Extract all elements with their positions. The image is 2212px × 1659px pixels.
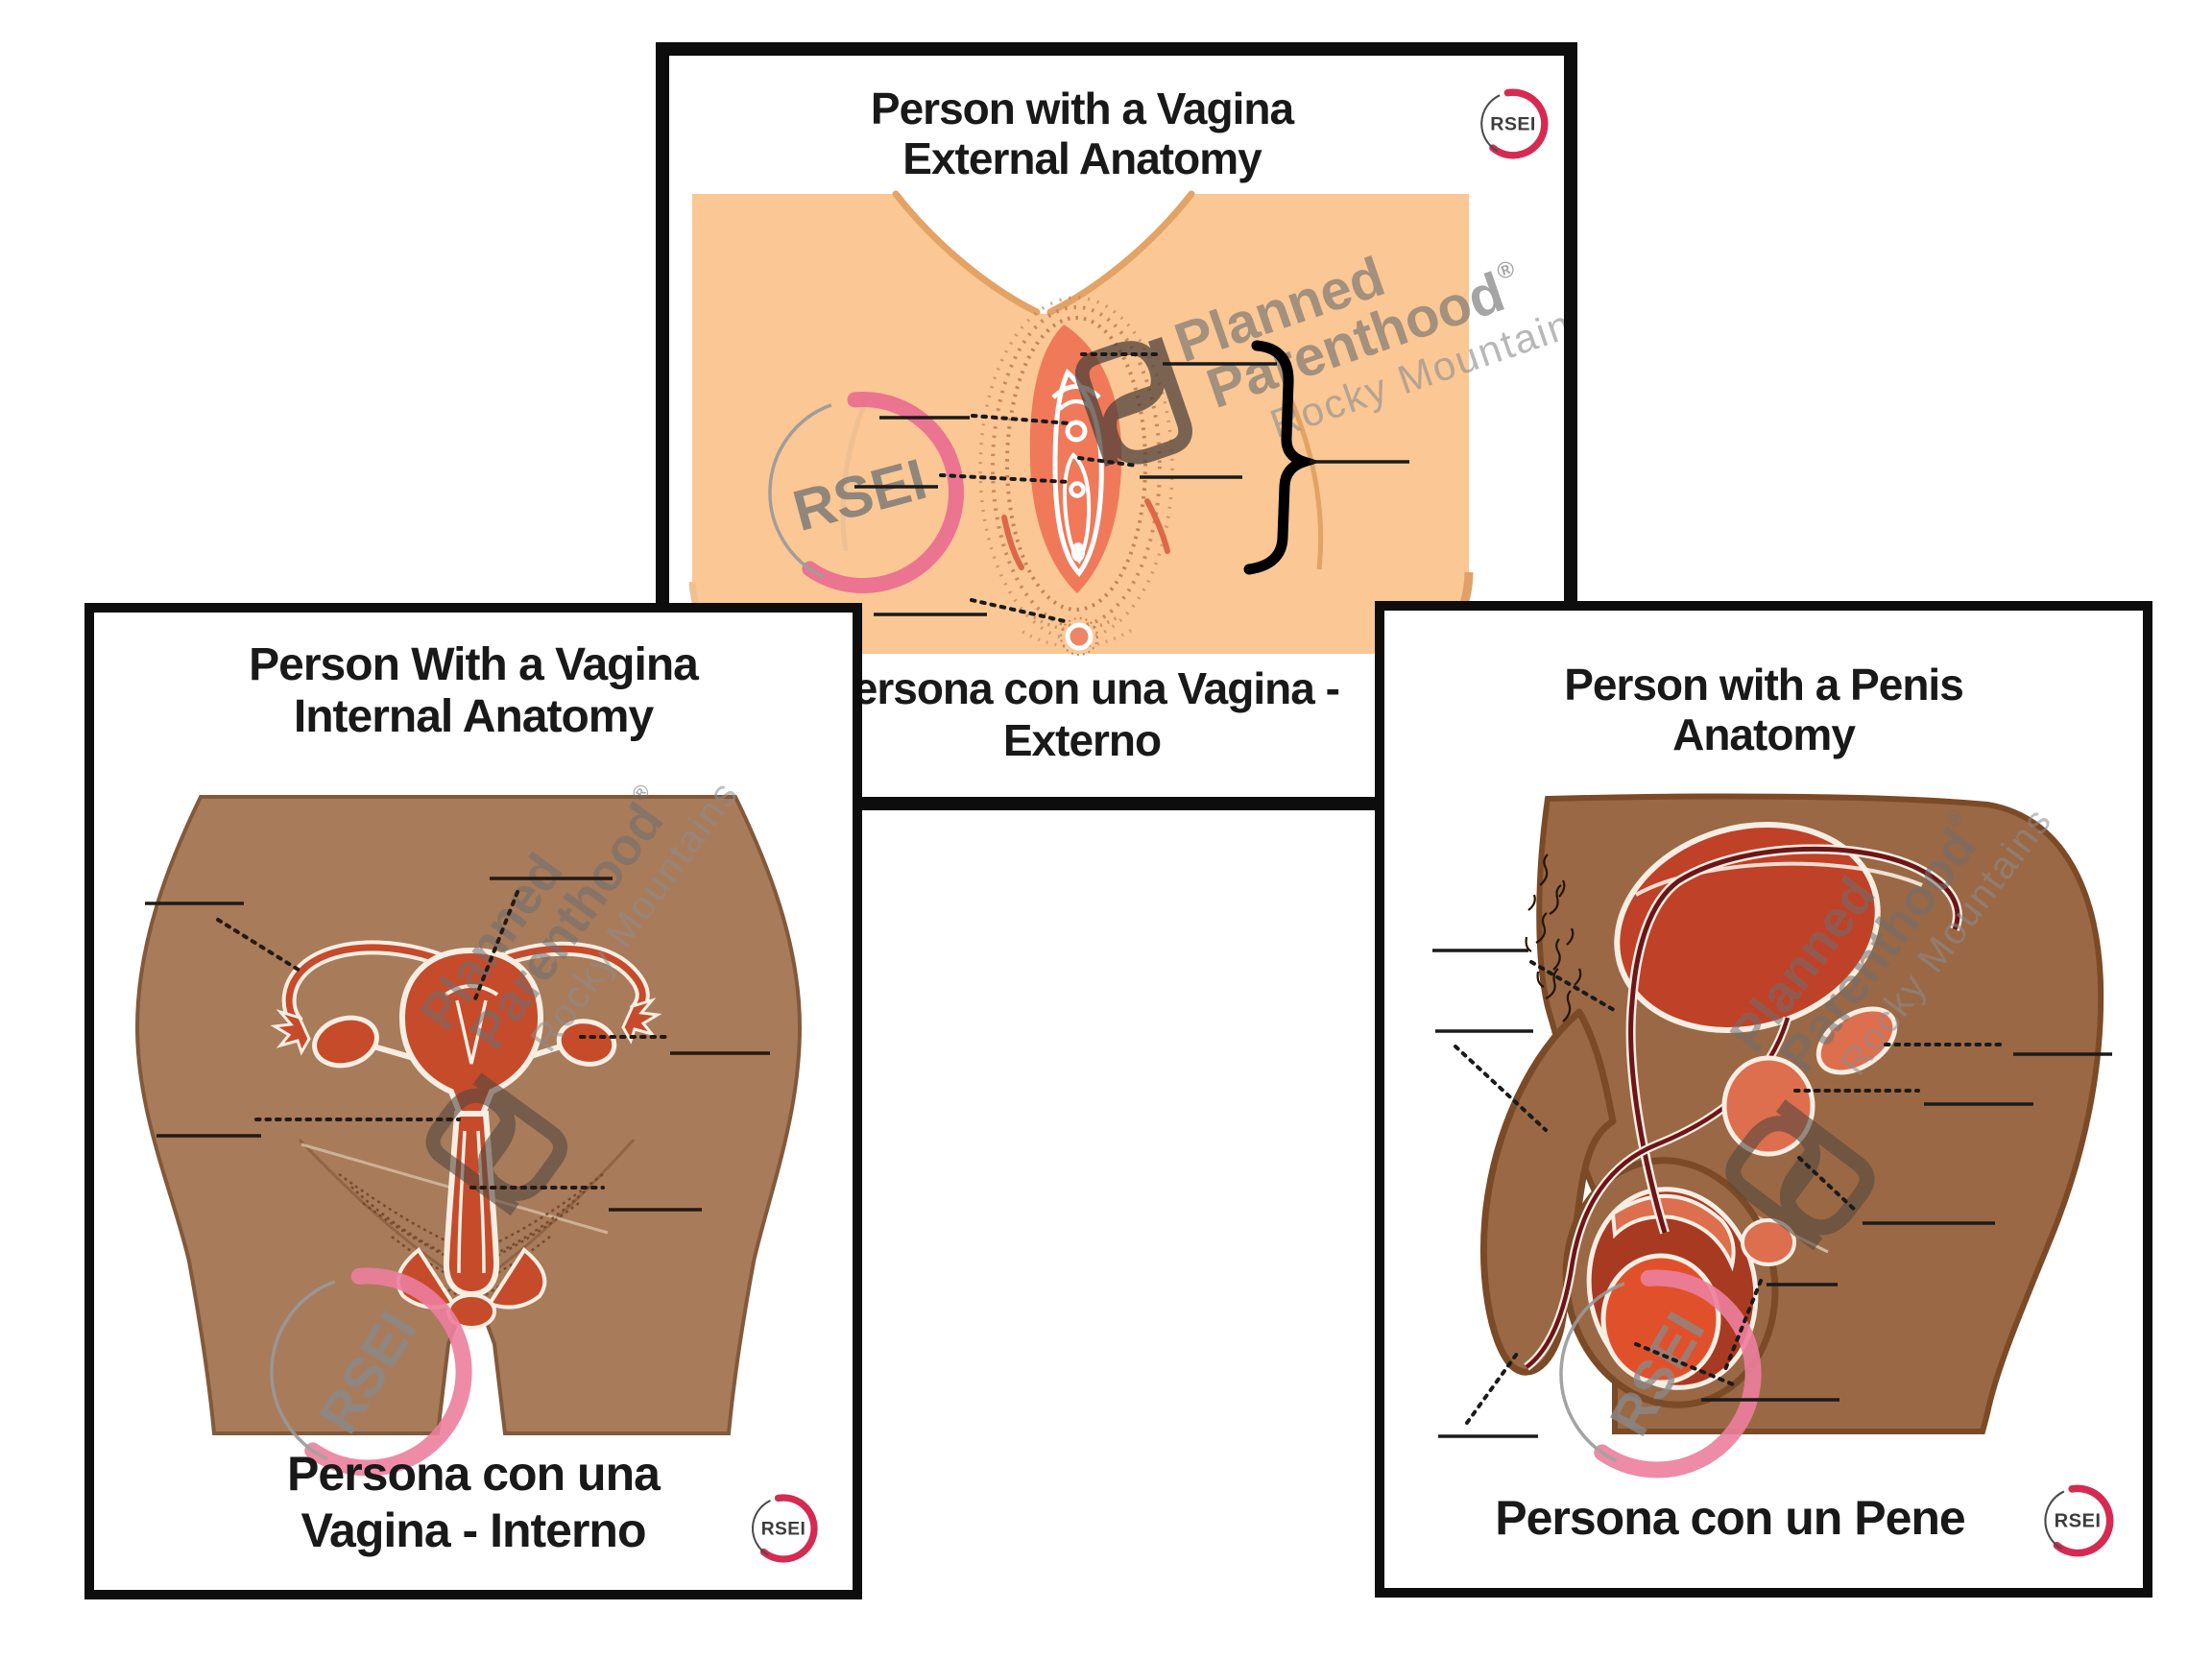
ovary-left bbox=[312, 1015, 379, 1069]
clitoris-glans bbox=[1065, 420, 1088, 443]
urethral-opening bbox=[1069, 481, 1086, 498]
rsei-logo-badge: RSEI bbox=[1480, 88, 1549, 159]
vaginal-opening bbox=[1071, 542, 1085, 562]
internal-anatomy-illustration: RSEI Planned Parenthood ® Rocky Mountain… bbox=[134, 773, 803, 1477]
external-anatomy-illustration: RSEI Planned Parenthood ® Rocky Mountain… bbox=[688, 190, 1564, 658]
planned-parenthood-glyph bbox=[1074, 336, 1192, 467]
label-leader-dotted bbox=[1797, 1156, 1859, 1214]
external-label-lines bbox=[854, 352, 1409, 623]
internal-subtitle: Persona con una Vagina - Interno bbox=[94, 1446, 853, 1559]
external-subtitle-line2: Externo bbox=[1002, 715, 1162, 766]
thigh-crease-right bbox=[1286, 393, 1324, 570]
epididymis bbox=[1610, 1193, 1736, 1272]
bladder-top-line bbox=[1635, 861, 1923, 897]
internal-subtitle-line1: Persona con una bbox=[287, 1447, 661, 1501]
external-subtitle: Persona con una Vagina - Externo bbox=[669, 662, 1495, 767]
internal-title: Person With a Vagina Internal Anatomy bbox=[94, 639, 853, 743]
planned-parenthood-glyph bbox=[425, 1072, 568, 1216]
fimbriae-left bbox=[270, 1009, 311, 1056]
label-leader-dotted bbox=[971, 414, 1071, 425]
ovary-right bbox=[556, 1019, 617, 1067]
rsei-watermark-pink-arc bbox=[304, 1267, 472, 1477]
external-subtitle-line1: Persona con una Vagina - bbox=[825, 663, 1340, 713]
label-leader-dotted bbox=[970, 598, 1067, 623]
internal-label-lines bbox=[145, 877, 770, 1212]
internal-subtitle-line2: Vagina - Interno bbox=[301, 1503, 646, 1557]
planned-parenthood-glyph bbox=[1725, 1099, 1875, 1251]
thigh-crease-right bbox=[491, 1138, 636, 1275]
rsei-badge-label: RSEI bbox=[1490, 114, 1536, 135]
rsei-badge-crimson-arc bbox=[1489, 88, 1549, 159]
penis-subtitle: Persona con un Pene bbox=[1384, 1490, 2076, 1547]
label-leader-dotted bbox=[1529, 960, 1616, 1012]
penis-title-line2: Anatomy bbox=[1672, 709, 1856, 759]
label-leader-dotted bbox=[1634, 1342, 1740, 1388]
label-leader-dotted bbox=[472, 890, 519, 1003]
uterine-cavity-v bbox=[455, 999, 488, 1065]
rsei-watermark-gray-arc bbox=[1559, 1282, 1625, 1463]
external-title-line2: External Anatomy bbox=[902, 132, 1262, 183]
uterus-assembly bbox=[270, 940, 662, 1330]
rsei-badge-crimson-arc bbox=[759, 1494, 818, 1563]
card-external-anatomy: Person with a Vagina External Anatomy RS… bbox=[656, 42, 1577, 810]
internal-title-line1: Person With a Vagina bbox=[249, 639, 699, 690]
labia-crease-right bbox=[1144, 498, 1170, 554]
rsei-logo-badge: RSEI bbox=[752, 1494, 818, 1563]
curly-brace bbox=[1243, 340, 1322, 575]
penis-anatomy-illustration: RSEI Planned Parenthood ® Rocky Mountain… bbox=[1432, 793, 2112, 1479]
penis-label-lines bbox=[1432, 949, 2112, 1438]
label-leader-dotted bbox=[216, 918, 303, 974]
label-leader-dotted bbox=[1077, 456, 1139, 468]
thigh-crease-left bbox=[840, 397, 870, 552]
anus-stipple-ring bbox=[1060, 617, 1098, 656]
rsei-badge-gray-arc bbox=[752, 1500, 771, 1556]
fimbriae-right bbox=[621, 998, 662, 1045]
groin-crease-left bbox=[892, 190, 1041, 316]
card-internal-anatomy: Person With a Vagina Internal Anatomy bbox=[84, 603, 862, 1599]
external-title-line1: Person with a Vagina bbox=[870, 84, 1294, 133]
card-penis-anatomy: Person with a Penis Anatomy bbox=[1375, 601, 2152, 1598]
rsei-badge-gray-arc bbox=[2044, 1490, 2065, 1550]
internal-title-line2: Internal Anatomy bbox=[293, 691, 654, 743]
rsei-badge-label: RSEI bbox=[2055, 1511, 2102, 1532]
labia-right bbox=[486, 1247, 547, 1310]
penis-subtitle-line: Persona con un Pene bbox=[1495, 1491, 1965, 1545]
rsei-watermark-gray-arc bbox=[270, 1280, 336, 1461]
thigh-crease-left bbox=[298, 1138, 452, 1275]
penis-title: Person with a Penis Anatomy bbox=[1384, 660, 2143, 760]
labia-crease-left bbox=[1001, 515, 1024, 570]
rsei-watermark-pink-arc bbox=[802, 392, 965, 593]
pubic-hair-stipple bbox=[978, 296, 1174, 649]
rsei-badge-crimson-arc bbox=[2053, 1484, 2114, 1557]
anus bbox=[1065, 622, 1094, 651]
rsei-badge-label: RSEI bbox=[761, 1519, 805, 1539]
pubic-hair bbox=[1525, 854, 1582, 1022]
penis-title-line1: Person with a Penis bbox=[1564, 660, 1964, 709]
label-leader-dotted bbox=[939, 473, 1071, 484]
groin-crease-right bbox=[1046, 190, 1195, 316]
external-title: Person with a Vagina External Anatomy bbox=[669, 84, 1495, 184]
rsei-logo-badge: RSEI bbox=[2044, 1484, 2114, 1557]
seminal-vesicle bbox=[1815, 1006, 1898, 1075]
label-leader-dotted bbox=[1454, 1045, 1548, 1132]
uterine-cavity-line bbox=[444, 984, 499, 997]
label-leader-dotted bbox=[1722, 1279, 1763, 1374]
label-leader-dotted bbox=[1465, 1352, 1519, 1425]
rsei-watermark-gray-arc bbox=[768, 403, 832, 579]
cowpers-gland bbox=[1741, 1218, 1796, 1266]
rsei-badge-gray-arc bbox=[1480, 94, 1501, 153]
